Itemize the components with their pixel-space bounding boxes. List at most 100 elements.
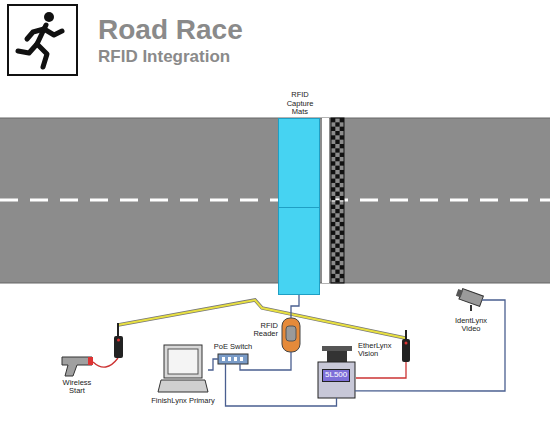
checker-square — [331, 135, 335, 139]
checker-square — [340, 222, 344, 226]
checker-square — [335, 157, 339, 161]
checker-square — [331, 153, 335, 157]
road-edge — [0, 118, 550, 119]
checker-square — [331, 274, 335, 278]
device-label: RFID Capture Mats — [282, 91, 318, 116]
checker-square — [331, 144, 335, 148]
identlynx-camera — [455, 287, 483, 311]
subtitle: RFID Integration — [98, 47, 230, 67]
network-cable — [208, 359, 218, 370]
checker-square — [335, 183, 339, 187]
starter-pistol — [62, 357, 93, 376]
checker-square — [340, 205, 344, 209]
checker-square — [335, 200, 339, 204]
rfid-reader — [282, 318, 300, 352]
checker-square — [335, 148, 339, 152]
network-cable — [355, 300, 505, 391]
road-edge — [0, 283, 550, 284]
checker-square — [340, 213, 344, 217]
finish-frame — [331, 118, 344, 283]
checker-square — [340, 231, 344, 235]
device-label: EtherLynx Vision — [358, 342, 396, 359]
checker-square — [335, 166, 339, 170]
checker-square — [335, 235, 339, 239]
checker-square — [335, 244, 339, 248]
checker-square — [335, 261, 339, 265]
checker-square — [335, 140, 339, 144]
checker-square — [335, 270, 339, 274]
checker-square — [335, 218, 339, 222]
checker-square — [340, 257, 344, 261]
checker-square — [340, 179, 344, 183]
poe-switch — [218, 354, 248, 364]
finish-white-band — [322, 118, 329, 283]
checker-square — [335, 278, 339, 282]
checker-square — [331, 187, 335, 191]
checker-square — [331, 205, 335, 209]
checker-square — [335, 174, 339, 178]
radio-left — [114, 323, 123, 358]
laptop — [158, 345, 208, 392]
checker-square — [335, 226, 339, 230]
poe-switch: PoE Switch — [218, 354, 248, 364]
network-cable — [240, 352, 291, 370]
rfid-reader: RFID Reader — [281, 318, 301, 352]
checker-square — [340, 127, 344, 131]
checker-square — [331, 196, 335, 200]
checker-square — [340, 153, 344, 157]
checker-square — [340, 274, 344, 278]
checker-square — [331, 265, 335, 269]
checker-square — [335, 131, 339, 135]
mat-divider — [279, 207, 319, 208]
checker-square — [340, 187, 344, 191]
device-label: IdentLynx Video — [446, 317, 496, 334]
checker-square — [335, 192, 339, 196]
checker-square — [340, 196, 344, 200]
device-label: Wireless Start — [57, 379, 97, 396]
checker-square — [331, 213, 335, 217]
network-cable — [226, 364, 337, 406]
road — [0, 118, 550, 283]
title: Road Race — [98, 14, 243, 46]
icon-frame — [8, 5, 77, 75]
checker-square — [340, 239, 344, 243]
finish-checkers — [331, 118, 344, 283]
checker-square — [340, 170, 344, 174]
checker-square — [335, 209, 339, 213]
model-badge: 5L500 — [322, 369, 350, 382]
checker-square — [331, 248, 335, 252]
capture-mat: RFID Capture Mats — [278, 118, 320, 295]
wireless-link — [118, 300, 405, 338]
radio-cable — [356, 362, 406, 378]
runner-icon — [18, 12, 62, 67]
network-cable — [291, 295, 299, 318]
checker-square — [340, 248, 344, 252]
center-line — [0, 199, 550, 202]
checker-square — [331, 179, 335, 183]
checker-square — [331, 118, 335, 122]
etherlynx-camera: EtherLynx Vision5L500 — [318, 350, 355, 398]
checker-square — [331, 222, 335, 226]
checker-square — [331, 170, 335, 174]
etherlynx-camera — [318, 346, 355, 398]
checker-square — [335, 252, 339, 256]
wireless-start: Wireless Start — [60, 352, 94, 376]
checker-square — [331, 161, 335, 165]
device-label: RFID Reader — [250, 322, 278, 339]
device-label: FinishLynx Primary — [151, 397, 215, 405]
start-cable — [93, 358, 118, 367]
checker-square — [331, 239, 335, 243]
wireless-link — [118, 300, 405, 338]
checker-square — [335, 122, 339, 126]
radio-right — [402, 330, 410, 362]
checker-square — [340, 265, 344, 269]
checker-square — [331, 127, 335, 131]
checker-square — [340, 118, 344, 122]
checker-square — [340, 161, 344, 165]
device-label: PoE Switch — [214, 343, 252, 351]
checker-square — [340, 135, 344, 139]
